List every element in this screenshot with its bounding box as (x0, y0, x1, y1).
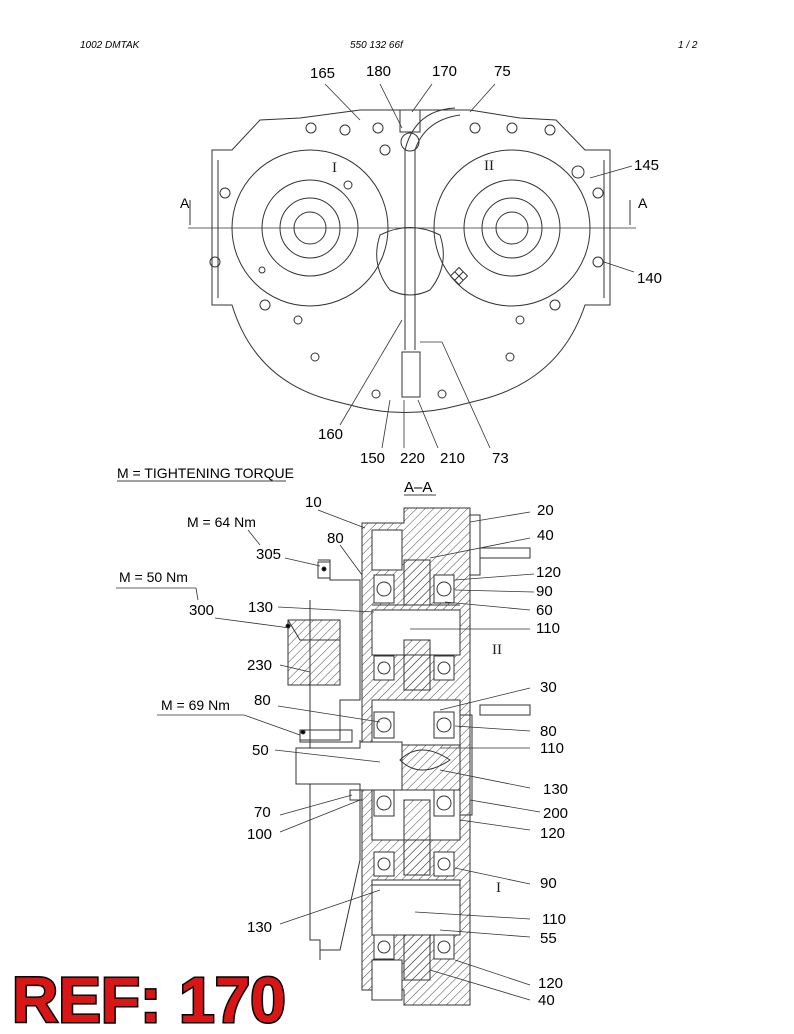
label-90-b: 90 (540, 875, 557, 892)
label-110-b: 110 (540, 740, 564, 757)
label-20: 20 (537, 502, 554, 519)
label-10: 10 (305, 494, 322, 511)
output-shaft (295, 741, 403, 791)
bolt-holes (209, 122, 604, 399)
label-80-a: 80 (327, 530, 344, 547)
bearings (373, 574, 455, 960)
gear-mark-top-right: II (484, 158, 494, 174)
label-120-c: 120 (538, 975, 563, 992)
label-130-a: 130 (248, 599, 273, 616)
section-letter-right: A (638, 195, 648, 211)
section-title: A–A (404, 479, 432, 496)
label-120-b: 120 (540, 825, 565, 842)
label-140: 140 (637, 270, 662, 287)
section-left-labels: 10 80 305 300 130 230 80 50 70 100 130 (189, 494, 344, 936)
torque-50: M = 50 Nm (119, 569, 188, 585)
label-110-a: 110 (536, 620, 560, 637)
top-leaders (324, 83, 635, 449)
header-right: 1 / 2 (678, 40, 698, 51)
label-300: 300 (189, 602, 214, 619)
section-right-labels: 20 40 120 90 60 110 30 80 110 130 200 12… (536, 502, 568, 1009)
label-130-c: 130 (543, 781, 568, 798)
top-view-labels: 165 180 170 75 145 140 160 150 220 210 7… (310, 63, 662, 467)
label-150: 150 (360, 450, 385, 467)
label-110-c: 110 (542, 911, 566, 928)
label-200: 200 (543, 805, 568, 822)
housing-outline (211, 109, 611, 413)
label-165: 165 (310, 65, 335, 82)
section-leaders (116, 509, 541, 1001)
section-drawing (116, 507, 541, 1006)
header-center: 550 132 66f (350, 40, 404, 51)
label-80-c: 80 (540, 723, 557, 740)
label-305: 305 (256, 546, 281, 563)
label-55: 55 (540, 930, 557, 947)
label-130-b: 130 (247, 919, 272, 936)
gear-mark-top-left: I (332, 160, 337, 176)
top-view (188, 83, 636, 449)
torque-64: M = 64 Nm (187, 514, 256, 530)
label-75: 75 (494, 63, 511, 80)
torque-labels: M = 64 Nm M = 50 Nm M = 69 Nm (119, 514, 256, 713)
label-40-a: 40 (537, 527, 554, 544)
ref-badge: REF: 170 (12, 964, 286, 1034)
label-160: 160 (318, 426, 343, 443)
label-73: 73 (492, 450, 509, 467)
label-120-a: 120 (536, 564, 561, 581)
header-left: 1002 DMTAK (80, 40, 141, 51)
label-180: 180 (366, 63, 391, 80)
label-30: 30 (540, 679, 557, 696)
section-letter-left: A (180, 195, 190, 211)
label-100: 100 (247, 826, 272, 843)
label-170: 170 (432, 63, 457, 80)
label-80-b: 80 (254, 692, 271, 709)
label-90-a: 90 (536, 583, 553, 600)
label-145: 145 (634, 157, 659, 174)
label-60: 60 (536, 602, 553, 619)
torque-69: M = 69 Nm (161, 697, 230, 713)
gear-mark-section-i: I (496, 880, 501, 896)
left-block (287, 619, 341, 686)
label-50: 50 (252, 742, 269, 759)
gear-mark-section-ii: II (492, 642, 502, 658)
label-230: 230 (247, 657, 272, 674)
label-70: 70 (254, 804, 271, 821)
torque-legend: M = TIGHTENING TORQUE (117, 465, 294, 481)
label-210: 210 (440, 450, 465, 467)
label-220: 220 (400, 450, 425, 467)
label-40-b: 40 (538, 992, 555, 1009)
